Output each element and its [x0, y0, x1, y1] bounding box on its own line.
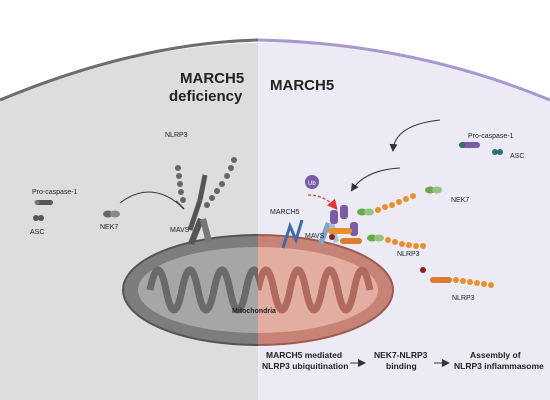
- cell-membrane-right: [257, 38, 550, 102]
- nlrp3-free-molecule: [420, 267, 494, 288]
- asc-label-right: ASC: [510, 153, 524, 160]
- march5-molecule: [281, 219, 304, 249]
- nlrp3-active-complex: [328, 205, 384, 244]
- step-2-line2: binding: [386, 361, 417, 371]
- mitochondria-label: Mitochondria: [232, 308, 276, 315]
- pro-caspase-right-molecule: [459, 142, 480, 148]
- mitochondrion: [122, 234, 394, 346]
- mavs-left-molecule: [188, 218, 212, 245]
- step-3-line2: NLRP3 inflammasome: [454, 361, 544, 371]
- asc-label-left: ASC: [30, 229, 44, 236]
- mavs-label-right: MAVS: [305, 233, 325, 240]
- nek7-label-left: NEK7: [100, 224, 118, 231]
- left-title-line1: MARCH5: [180, 70, 244, 87]
- nek7-right-molecule: [425, 186, 442, 194]
- inhibition-arrow: [119, 191, 181, 206]
- ub-label: Ub: [308, 181, 316, 187]
- march5-label: MARCH5: [270, 209, 300, 216]
- left-title-line2: deficiency: [169, 88, 243, 105]
- step-1-line2: NLRP3 ubiquitination: [262, 361, 348, 371]
- ubiquitin-molecule: [305, 175, 319, 189]
- nlrp3-label-left: NLRP3: [165, 132, 188, 139]
- nlrp3-free-label: NLRP3: [452, 295, 475, 302]
- nlrp3-bound-label: NLRP3: [397, 251, 420, 258]
- asc-left-molecule: [33, 215, 44, 221]
- pro-caspase-label-left: Pro-caspase-1: [32, 189, 78, 196]
- right-title: MARCH5: [270, 77, 334, 94]
- nlrp3-lrr-chain-lower: [385, 237, 426, 249]
- pro-caspase-left-molecule: [34, 200, 53, 205]
- nlrp3-inactive-molecule: [175, 157, 237, 231]
- step-2-line1: NEK7-NLRP3: [374, 350, 428, 360]
- nek7-left-molecule: [103, 210, 120, 218]
- mavs-label-left: MAVS: [170, 227, 190, 234]
- pro-caspase-label-right: Pro-caspase-1: [468, 133, 514, 140]
- nek7-label-right: NEK7: [451, 197, 469, 204]
- recruit-arrow-mid: [350, 167, 401, 192]
- step-3-line1: Assembly of: [470, 350, 521, 360]
- recruit-arrow-top: [389, 119, 441, 152]
- asc-right-molecule: [492, 149, 503, 155]
- cell-membrane-left: [0, 38, 259, 102]
- nlrp3-lrr-chain-upper: [375, 193, 416, 213]
- step-1-line1: MARCH5 mediated: [266, 350, 342, 360]
- ubiquitination-arrow: [307, 194, 338, 210]
